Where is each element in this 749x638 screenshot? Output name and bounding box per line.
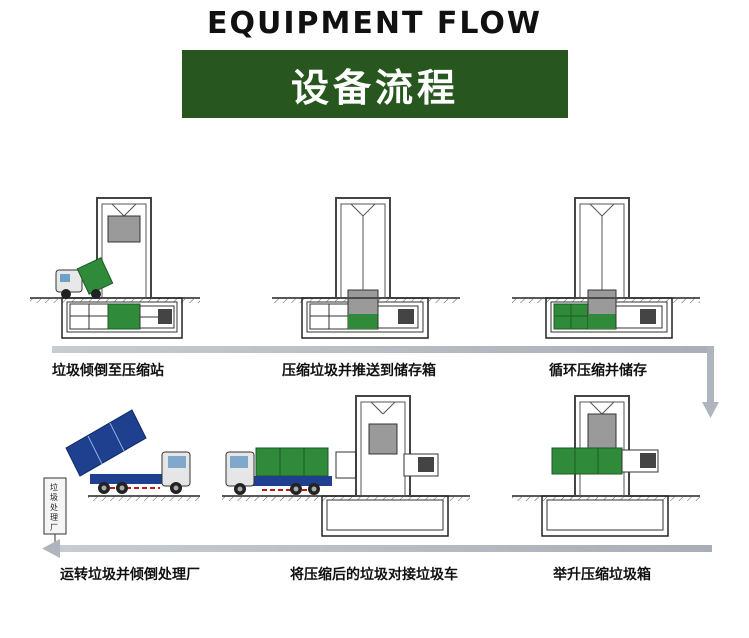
title-banner: 设备流程 — [182, 50, 568, 118]
step-1-scene — [30, 197, 200, 339]
flow-arrow-top — [52, 346, 719, 418]
step-4-scene — [512, 395, 700, 537]
step-5-caption: 将压缩后的垃圾对接垃圾车 — [290, 567, 458, 583]
step-3-caption: 循环压缩并储存 — [549, 363, 647, 379]
step-2-caption: 压缩垃圾并推送到储存箱 — [282, 363, 436, 379]
sign-char-3: 处 — [50, 502, 58, 512]
flow-arrow-bottom — [42, 539, 712, 558]
step-4-caption: 举升压缩垃圾箱 — [553, 567, 651, 583]
step-3-scene — [512, 197, 700, 339]
title-chinese: 设备流程 — [290, 65, 459, 110]
step-6-scene: 垃 圾 处 理 厂 — [43, 409, 200, 548]
step-2-scene — [272, 197, 460, 339]
sign-char-1: 垃 — [50, 482, 58, 492]
step-6-caption: 运转垃圾并倾倒处理厂 — [60, 567, 200, 583]
title-english: EQUIPMENT FLOW — [206, 6, 542, 41]
step-5-scene — [222, 395, 470, 537]
sign-post: 垃 圾 处 理 厂 — [43, 477, 67, 548]
sign-char-5: 厂 — [50, 523, 58, 532]
sign-char-2: 圾 — [50, 492, 58, 502]
step-1-caption: 垃圾倾倒至压缩站 — [52, 363, 164, 379]
sign-char-4: 理 — [50, 513, 58, 522]
